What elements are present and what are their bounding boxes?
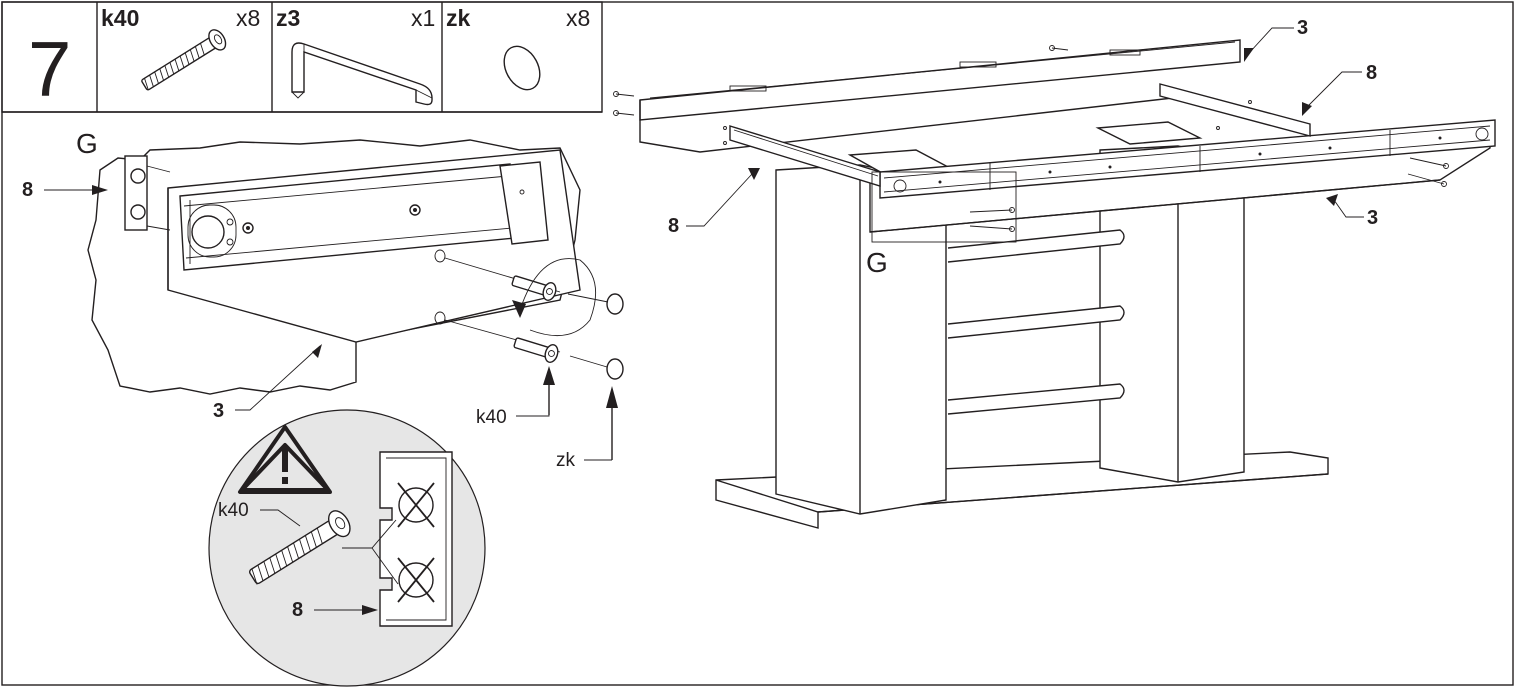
overview-label-8-left: 8	[668, 215, 679, 237]
warning-rail-label: 8	[292, 599, 303, 621]
top-rail-8	[879, 119, 1496, 199]
column-right	[1099, 145, 1245, 483]
screws	[613, 45, 1449, 232]
part-qty-z3: x1	[411, 5, 435, 31]
part-k40-cell: k40 x8	[101, 5, 260, 91]
detail-view-label: G	[76, 128, 98, 159]
cover-cap-icon	[503, 45, 541, 91]
part-qty-zk: x8	[566, 5, 590, 31]
table-overview: 3 8 8 3 G	[613, 17, 1496, 529]
detail-bolt-label: k40	[476, 407, 507, 428]
detail-cap-label: zk	[556, 450, 576, 471]
part-code-k40: k40	[101, 5, 139, 31]
crossbars	[947, 229, 1125, 415]
back-rail-8	[1159, 83, 1311, 137]
part-code-zk: zk	[446, 5, 471, 31]
part-code-z3: z3	[276, 5, 300, 31]
warning-detail: k40 8	[208, 409, 486, 687]
detail-panel-label: 3	[213, 400, 224, 422]
part-zk-cell: zk x8	[446, 5, 590, 91]
bolt-lower	[513, 337, 559, 363]
detail-view-g: G 8 3 k40 zk	[22, 128, 624, 471]
rotation-arrow	[519, 258, 597, 337]
overview-label-3-top: 3	[1297, 17, 1308, 39]
rail-profile	[379, 451, 453, 627]
warning-triangle-icon	[238, 425, 332, 494]
detail-g-marker	[871, 171, 1017, 243]
parts-header: 7 k40 x8 z3 x1	[1, 1, 603, 113]
column-left	[775, 164, 947, 515]
overview-label-8-right: 8	[1366, 62, 1377, 84]
overview-detail-ref: G	[866, 247, 888, 278]
step-number: 7	[28, 25, 71, 113]
top-panel-3-back	[639, 39, 1241, 121]
bolt-icon	[141, 29, 227, 91]
warning-bolt-label: k40	[218, 500, 249, 521]
part-qty-k40: x8	[236, 5, 260, 31]
part-z3-cell: z3 x1	[276, 5, 435, 106]
hex-key-icon	[291, 42, 433, 106]
bolt-icon-warning	[249, 510, 351, 585]
overview-label-3-right: 3	[1367, 207, 1378, 229]
detail-rail-label: 8	[22, 179, 33, 201]
